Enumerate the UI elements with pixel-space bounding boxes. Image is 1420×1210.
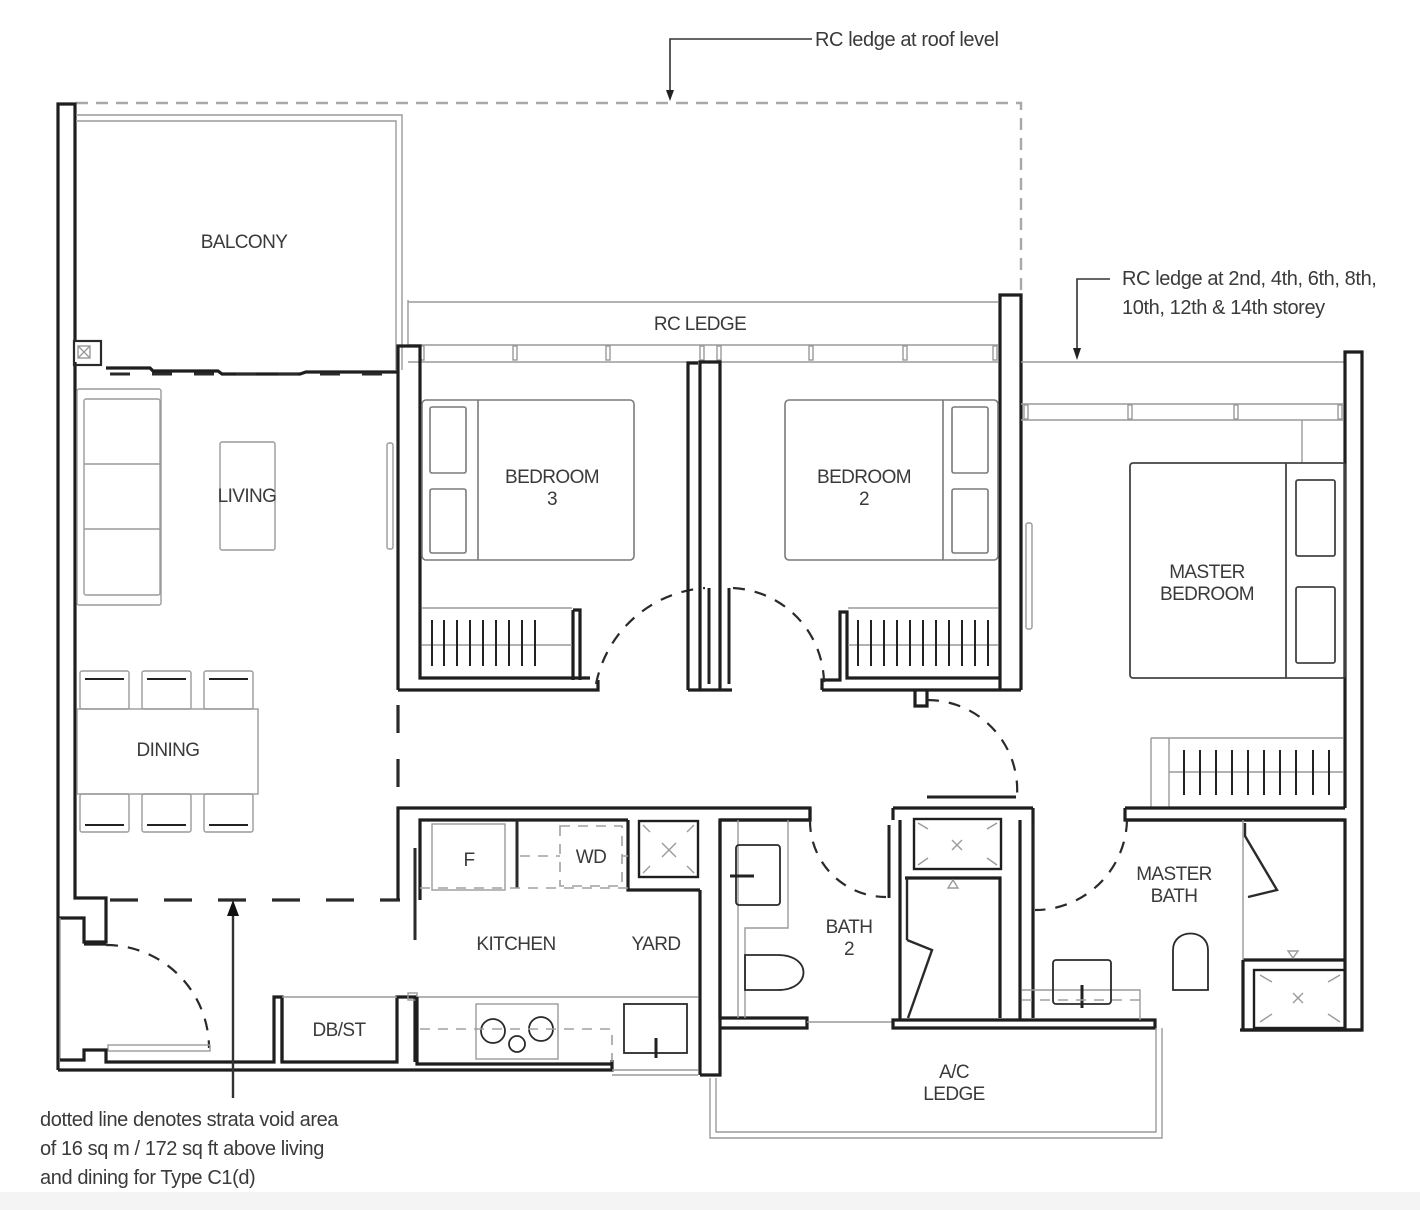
room-label-master-bath: MASTER — [1136, 864, 1212, 885]
window-living — [386, 442, 394, 550]
room-label-bedroom-2: BEDROOM — [817, 467, 911, 488]
door-swing-master-bath — [1034, 819, 1129, 912]
main-door-swing — [105, 943, 211, 1049]
door-swing-bedroom-2 — [732, 586, 826, 685]
yard-floor-trap — [637, 819, 700, 879]
master-bath-fixtures — [1022, 932, 1347, 1030]
shower-bath-2 — [891, 698, 1157, 1030]
room-label-master-bedroom: MASTER — [1169, 562, 1245, 583]
room-label-bath-2-number: 2 — [844, 939, 854, 960]
bedroom-2-wardrobe — [848, 607, 998, 666]
master-bedroom-walls — [1021, 350, 1364, 1032]
door-swing-bath-2 — [808, 819, 887, 899]
room-label-master-bath-2: BATH — [1151, 886, 1198, 907]
living-sofa — [76, 388, 162, 606]
wall-partition-bedrooms — [686, 360, 732, 692]
room-label-rc-ledge: RC LEDGE — [654, 314, 746, 335]
master-bedroom-bed — [1129, 462, 1346, 679]
room-label-bedroom-3-number: 3 — [547, 489, 557, 510]
bedroom-3-bed — [421, 399, 635, 561]
bottom-band — [0, 1192, 1420, 1210]
rc-ledge-roof-outline — [76, 101, 1023, 295]
room-label-dining: DINING — [137, 740, 200, 761]
kitchen-fridge: F — [431, 823, 506, 891]
annotation-rc-ledge-roof: RC ledge at roof level — [815, 29, 999, 51]
room-label-db-st: DB/ST — [313, 1020, 367, 1041]
bath-2-fixtures — [730, 844, 805, 991]
storey-ledge-leader — [1073, 278, 1110, 360]
annotation-rc-ledge-storeys-2: 10th, 12th & 14th storey — [1122, 297, 1325, 319]
kitchen-counter — [415, 996, 698, 1076]
annotation-strata-void-1: dotted line denotes strata void area — [40, 1109, 339, 1131]
living-coffee-table — [219, 441, 276, 551]
master-bedroom-wardrobe — [1123, 737, 1345, 822]
room-label-bedroom-3: BEDROOM — [505, 467, 599, 488]
strata-void-leader — [227, 900, 239, 1098]
annotation-rc-ledge-storeys-1: RC ledge at 2nd, 4th, 6th, 8th, — [1122, 268, 1376, 290]
bedroom-3-wardrobe — [422, 607, 572, 666]
door-swing-bedroom-3 — [594, 586, 706, 685]
annotation-strata-void-2: of 16 sq m / 172 sq ft above living — [40, 1138, 324, 1160]
room-label-yard: YARD — [632, 934, 681, 955]
bedroom-3-walls — [396, 344, 600, 692]
bedroom-2-bed — [784, 399, 999, 561]
room-label-bedroom-2-number: 2 — [859, 489, 869, 510]
fridge-label: F — [463, 850, 474, 871]
bedroom-2-walls — [820, 293, 1023, 708]
kitchen-washer-dryer: WD — [420, 825, 628, 889]
master-bath-walls — [1022, 818, 1362, 1032]
balcony — [76, 114, 403, 376]
room-label-ac-ledge-2: LEDGE — [923, 1084, 984, 1105]
strata-void-boundary — [110, 705, 400, 902]
room-label-balcony: BALCONY — [201, 232, 289, 253]
washer-dryer-label: WD — [576, 847, 606, 868]
room-label-living: LIVING — [218, 486, 277, 507]
room-label-master-bedroom-2: BEDROOM — [1160, 584, 1254, 605]
room-label-bath-2: BATH — [826, 917, 873, 938]
room-label-kitchen: KITCHEN — [476, 934, 555, 955]
dining-set — [76, 670, 259, 833]
room-label-ac-ledge: A/C — [939, 1062, 969, 1083]
roof-ledge-leader — [666, 38, 812, 101]
door-swing-master-bedroom — [926, 698, 1019, 797]
ac-ledge — [709, 1028, 1163, 1139]
window-bedroom-2 — [1025, 522, 1033, 630]
wall-left — [56, 102, 108, 1070]
annotation-strata-void-3: and dining for Type C1(d) — [40, 1167, 255, 1189]
